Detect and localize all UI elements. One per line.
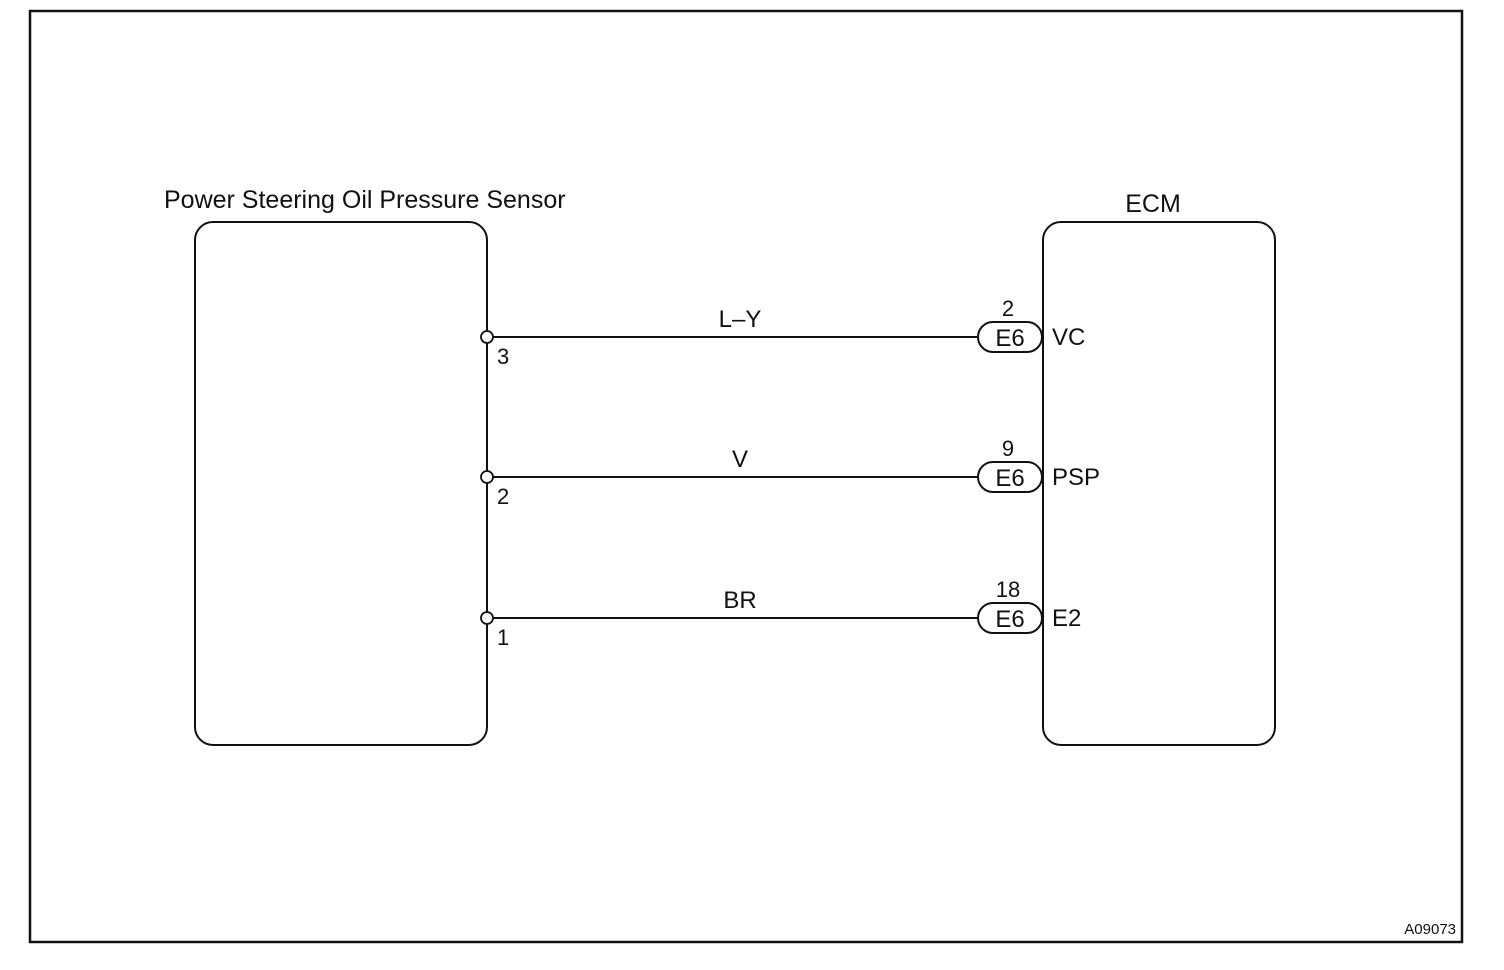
sensor-pin-number: 3 [497,344,509,369]
ecm-pin-number: 18 [996,577,1020,602]
wire-color-label: L–Y [719,306,762,333]
sensor-label: Power Steering Oil Pressure Sensor [164,186,566,214]
ecm-connector-plug [977,602,1043,634]
ecm-terminal-name: E2 [1052,605,1081,632]
ecm-connector-code: E6 [995,465,1024,492]
sensor-box [194,221,488,746]
wire-color-label: BR [723,587,756,614]
ecm-connector-code: E6 [995,325,1024,352]
ecm-terminal-name: PSP [1052,464,1100,491]
sensor-pin-number: 2 [497,484,509,509]
ecm-pin-number: 9 [1002,436,1014,461]
sensor-pin-terminal [480,470,494,484]
ecm-pin-number: 2 [1002,296,1014,321]
ecm-connector-plug [977,321,1043,353]
sensor-pin-number: 1 [497,625,509,650]
wire-color-label: V [732,446,748,473]
ecm-terminal-name: VC [1052,324,1085,351]
ecm-connector-plug [977,461,1043,493]
sensor-pin-terminal [480,330,494,344]
ecm-connector-code: E6 [995,606,1024,633]
figure-id: A09073 [1404,921,1456,938]
ecm-label: ECM [1125,190,1181,218]
diagram-frame [28,9,1464,944]
ecm-box [1042,221,1276,746]
sensor-pin-terminal [480,611,494,625]
